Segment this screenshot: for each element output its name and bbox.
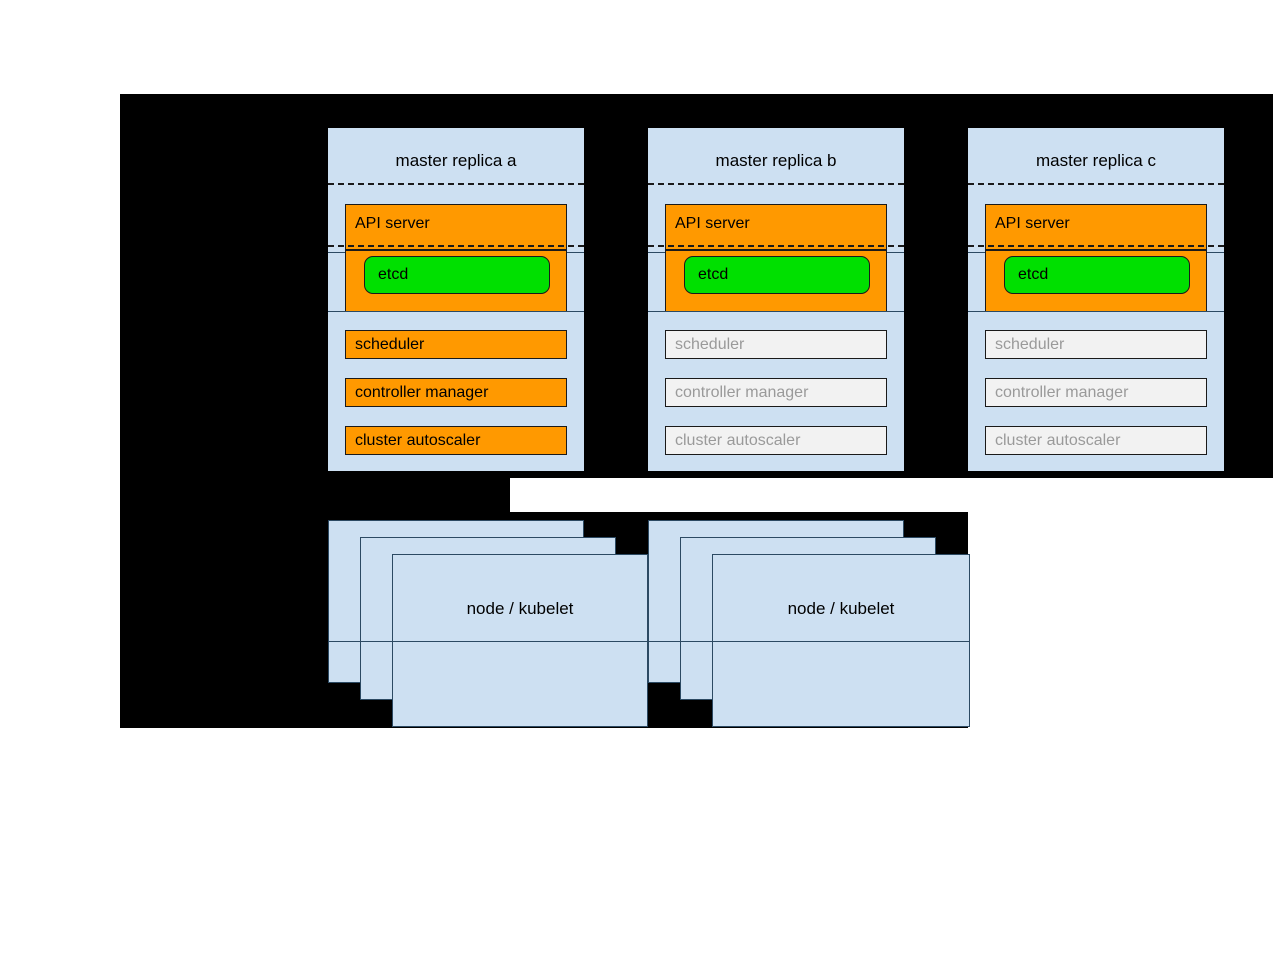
- scheduler-label-a: scheduler: [355, 335, 425, 353]
- node-stack-2-front[interactable]: node / kubelet: [712, 554, 970, 727]
- scheduler-label-b: scheduler: [675, 335, 745, 353]
- scheduler-box-a[interactable]: scheduler: [345, 330, 567, 359]
- controller-manager-box-a[interactable]: controller manager: [345, 378, 567, 407]
- api-server-label-a: API server: [355, 215, 430, 232]
- cluster-autoscaler-box-c[interactable]: cluster autoscaler: [985, 426, 1207, 455]
- scheduler-box-b[interactable]: scheduler: [665, 330, 887, 359]
- node-stack-2-rule: [648, 641, 970, 642]
- master-replica-c[interactable]: master replica c API server etcd schedul…: [968, 128, 1224, 471]
- api-layer-divider-b: [648, 245, 904, 247]
- etcd-band-bottom-rule-c: [968, 311, 1224, 312]
- api-server-box-b[interactable]: API server: [665, 204, 887, 250]
- cluster-autoscaler-label-b: cluster autoscaler: [675, 431, 801, 449]
- control-plane-divider-b: [648, 183, 904, 185]
- cluster-autoscaler-label-c: cluster autoscaler: [995, 431, 1121, 449]
- etcd-box-c[interactable]: etcd: [1004, 256, 1190, 294]
- master-replica-b-title: master replica b: [715, 151, 837, 170]
- api-server-label-c: API server: [995, 215, 1070, 232]
- master-replica-b[interactable]: master replica b API server etcd schedul…: [648, 128, 904, 471]
- backdrop-notch-left: [120, 478, 510, 512]
- master-replica-c-title: master replica c: [1036, 151, 1156, 170]
- cluster-autoscaler-box-a[interactable]: cluster autoscaler: [345, 426, 567, 455]
- control-plane-divider-a: [328, 183, 584, 185]
- controller-manager-label-c: controller manager: [995, 383, 1129, 401]
- control-plane-divider-c: [968, 183, 1224, 185]
- scheduler-box-c[interactable]: scheduler: [985, 330, 1207, 359]
- node-stack-1-rule: [328, 641, 648, 642]
- master-replica-a-title: master replica a: [395, 151, 517, 170]
- etcd-label-b: etcd: [698, 266, 729, 283]
- controller-manager-label-b: controller manager: [675, 383, 809, 401]
- node-kubelet-label-2: node / kubelet: [787, 599, 895, 618]
- etcd-box-a[interactable]: etcd: [364, 256, 550, 294]
- api-server-label-b: API server: [675, 215, 750, 232]
- api-layer-divider-c: [968, 245, 1224, 247]
- api-server-box-c[interactable]: API server: [985, 204, 1207, 250]
- controller-manager-box-c[interactable]: controller manager: [985, 378, 1207, 407]
- etcd-label-c: etcd: [1018, 266, 1049, 283]
- controller-manager-box-b[interactable]: controller manager: [665, 378, 887, 407]
- cluster-autoscaler-box-b[interactable]: cluster autoscaler: [665, 426, 887, 455]
- node-stack-1-front[interactable]: node / kubelet: [392, 554, 648, 727]
- api-server-box-a[interactable]: API server: [345, 204, 567, 250]
- scheduler-label-c: scheduler: [995, 335, 1065, 353]
- etcd-box-b[interactable]: etcd: [684, 256, 870, 294]
- node-kubelet-label-1: node / kubelet: [466, 599, 574, 618]
- etcd-label-a: etcd: [378, 266, 409, 283]
- etcd-band-bottom-rule-a: [328, 311, 584, 312]
- controller-manager-label-a: controller manager: [355, 383, 489, 401]
- cluster-autoscaler-label-a: cluster autoscaler: [355, 431, 481, 449]
- master-replica-a[interactable]: master replica a API server etcd schedul…: [328, 128, 584, 471]
- api-layer-divider-a: [328, 245, 584, 247]
- etcd-band-bottom-rule-b: [648, 311, 904, 312]
